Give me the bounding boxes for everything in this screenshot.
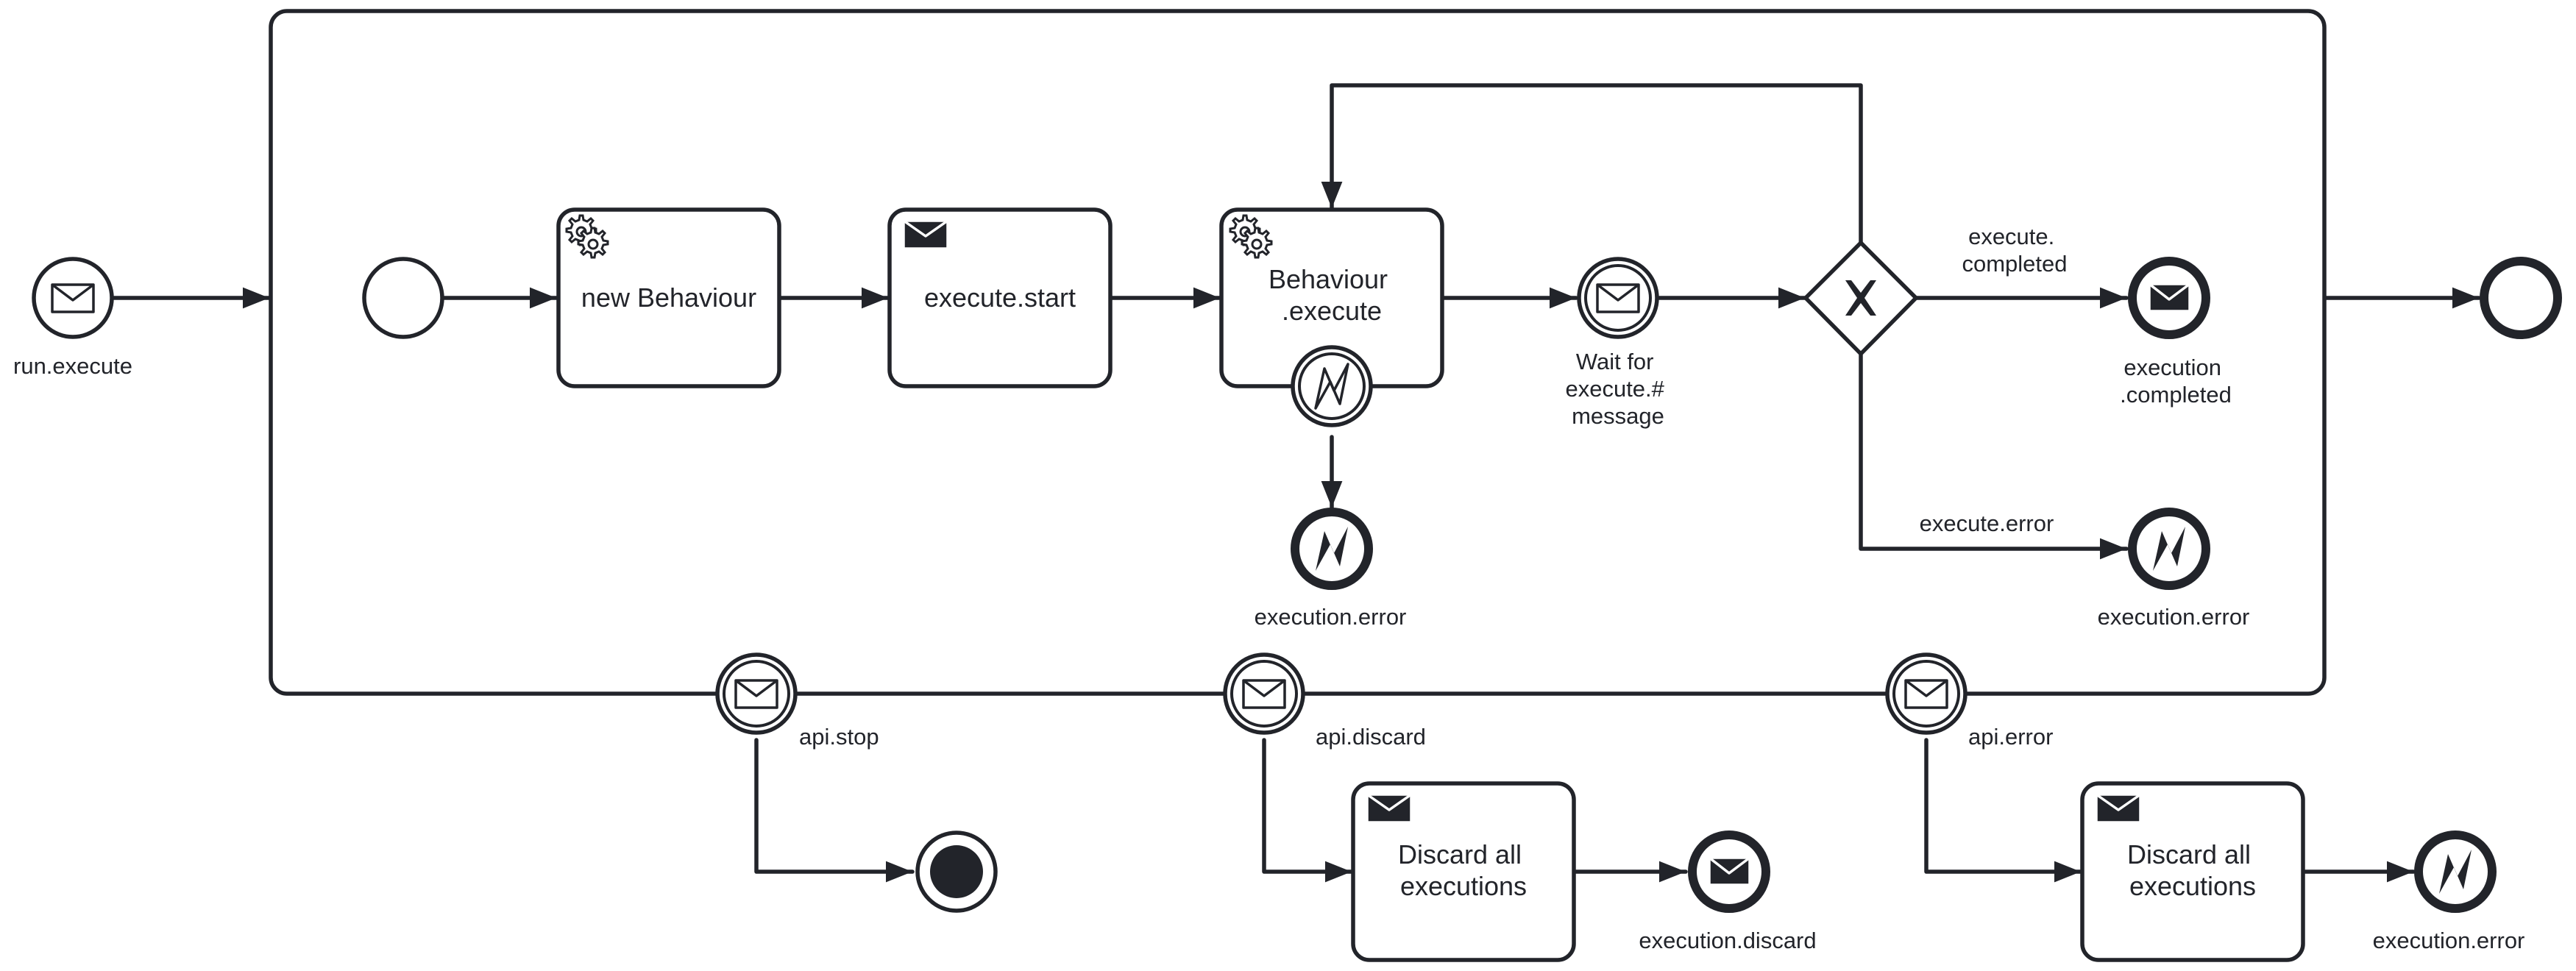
execute-start-task[interactable] (887, 207, 1113, 388)
flow-gateway-to-execution-error (1859, 352, 2129, 560)
discard-all-1-label: Discard all executions (1398, 839, 1529, 901)
flow-gateway-loop-back (1321, 83, 1863, 245)
envelope-filled-icon (1366, 793, 1413, 824)
execution-error-end-event-right[interactable] (2128, 508, 2210, 590)
subprocess-start-event[interactable] (362, 257, 444, 339)
envelope-filled-icon (1708, 856, 1751, 886)
envelope-icon (1904, 679, 1948, 709)
envelope-icon (734, 679, 778, 709)
run-execute-label: run.execute (13, 353, 132, 379)
execution-error-end-event-bottom[interactable] (2414, 830, 2497, 913)
boundary-error-event[interactable] (1291, 345, 1373, 427)
x-icon (1845, 280, 1876, 316)
envelope-icon (1596, 283, 1640, 313)
execution-error-main-label: execution.error (1255, 604, 1407, 630)
flow-api-error-to-discard-task (1924, 738, 2083, 883)
flow-api-stop-to-terminate (754, 738, 915, 883)
error-icon (1314, 363, 1349, 410)
api-stop-label: api.stop (799, 724, 879, 750)
wait-message-catch-event[interactable] (1577, 257, 1659, 339)
end-event[interactable] (2480, 257, 2562, 339)
discard-all-executions-task-2[interactable] (2080, 781, 2305, 962)
api-error-boundary-event[interactable] (1885, 652, 1968, 735)
execute-error-flow-label: execute.error (1920, 511, 2054, 536)
exclusive-gateway[interactable] (1803, 240, 1919, 357)
behaviour-execute-label: Behaviour .execute (1269, 264, 1395, 326)
envelope-icon (1242, 679, 1286, 709)
execution-error-bottom-label: execution.error (2373, 928, 2525, 953)
run-execute-start-event[interactable] (32, 257, 114, 339)
execution-completed-end-event[interactable] (2128, 257, 2210, 339)
terminate-end-event[interactable] (915, 830, 998, 913)
execution-error-end-event-main[interactable] (1291, 508, 1373, 590)
error-icon (2153, 527, 2185, 571)
api-discard-boundary-event[interactable] (1223, 652, 1305, 735)
sequence-flows (111, 83, 2481, 883)
flow-api-discard-to-discard-task (1262, 738, 1354, 883)
api-discard-label: api.discard (1316, 724, 1426, 750)
wait-message-label: Wait for execute.# message (1565, 349, 1670, 429)
discard-all-executions-task-1[interactable] (1351, 781, 1576, 962)
envelope-icon (51, 283, 95, 313)
error-icon (1316, 527, 1348, 571)
discard-all-2-label: Discard all executions (2127, 839, 2258, 901)
error-icon (2439, 850, 2472, 894)
new-behaviour-task[interactable] (556, 207, 781, 388)
api-stop-boundary-event[interactable] (715, 652, 798, 735)
new-behaviour-label: new Behaviour (581, 282, 756, 313)
envelope-filled-icon (2095, 793, 2142, 824)
execution-discard-label: execution.discard (1639, 928, 1816, 953)
execution-error-right-label: execution.error (2098, 604, 2250, 630)
execution-completed-label: execution .completed (2120, 355, 2232, 408)
envelope-filled-icon (2148, 282, 2191, 313)
api-error-label: api.error (1968, 724, 2053, 750)
execute-completed-flow-label: execute. completed (1962, 224, 2067, 277)
execution-discard-end-event[interactable] (1688, 830, 1770, 913)
envelope-filled-icon (902, 219, 949, 250)
execute-start-label: execute.start (924, 282, 1076, 313)
